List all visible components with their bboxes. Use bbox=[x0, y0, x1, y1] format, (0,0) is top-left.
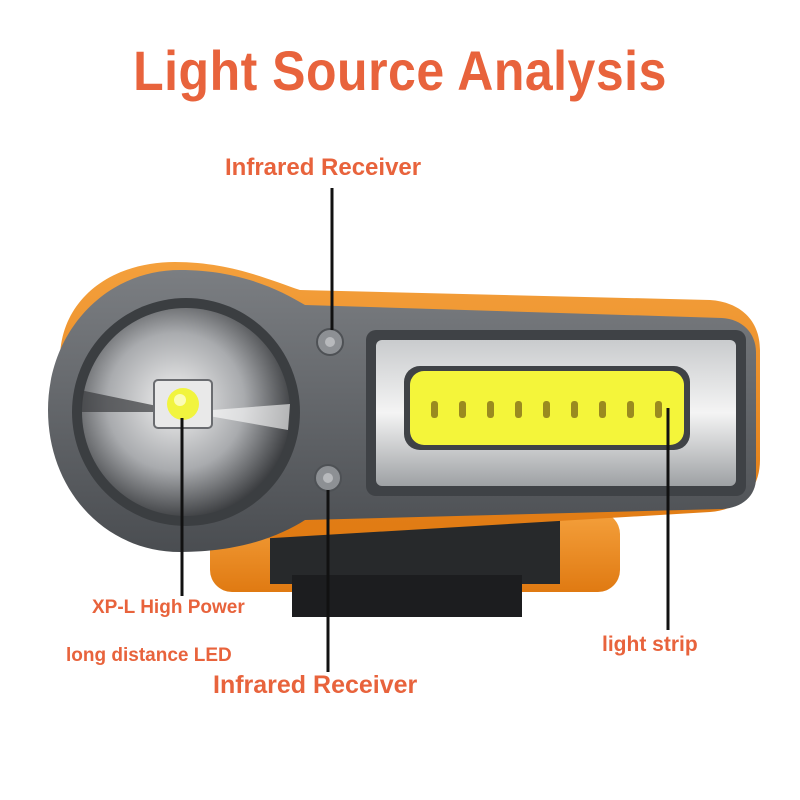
label-light-strip: light strip bbox=[602, 633, 698, 656]
cob-light-strip bbox=[366, 330, 746, 496]
label-infrared-receiver-bottom: Infrared Receiver bbox=[213, 671, 418, 699]
label-xpl-high-power: XP-L High Power bbox=[92, 597, 245, 618]
label-long-distance-led: long distance LED bbox=[66, 645, 232, 666]
leader-lines bbox=[180, 188, 670, 672]
page-title: Light Source Analysis bbox=[133, 39, 667, 103]
infrared-receiver-bottom-icon bbox=[314, 464, 342, 492]
infrared-receiver-top-icon bbox=[316, 328, 344, 356]
label-infrared-receiver-top: Infrared Receiver bbox=[225, 154, 422, 181]
